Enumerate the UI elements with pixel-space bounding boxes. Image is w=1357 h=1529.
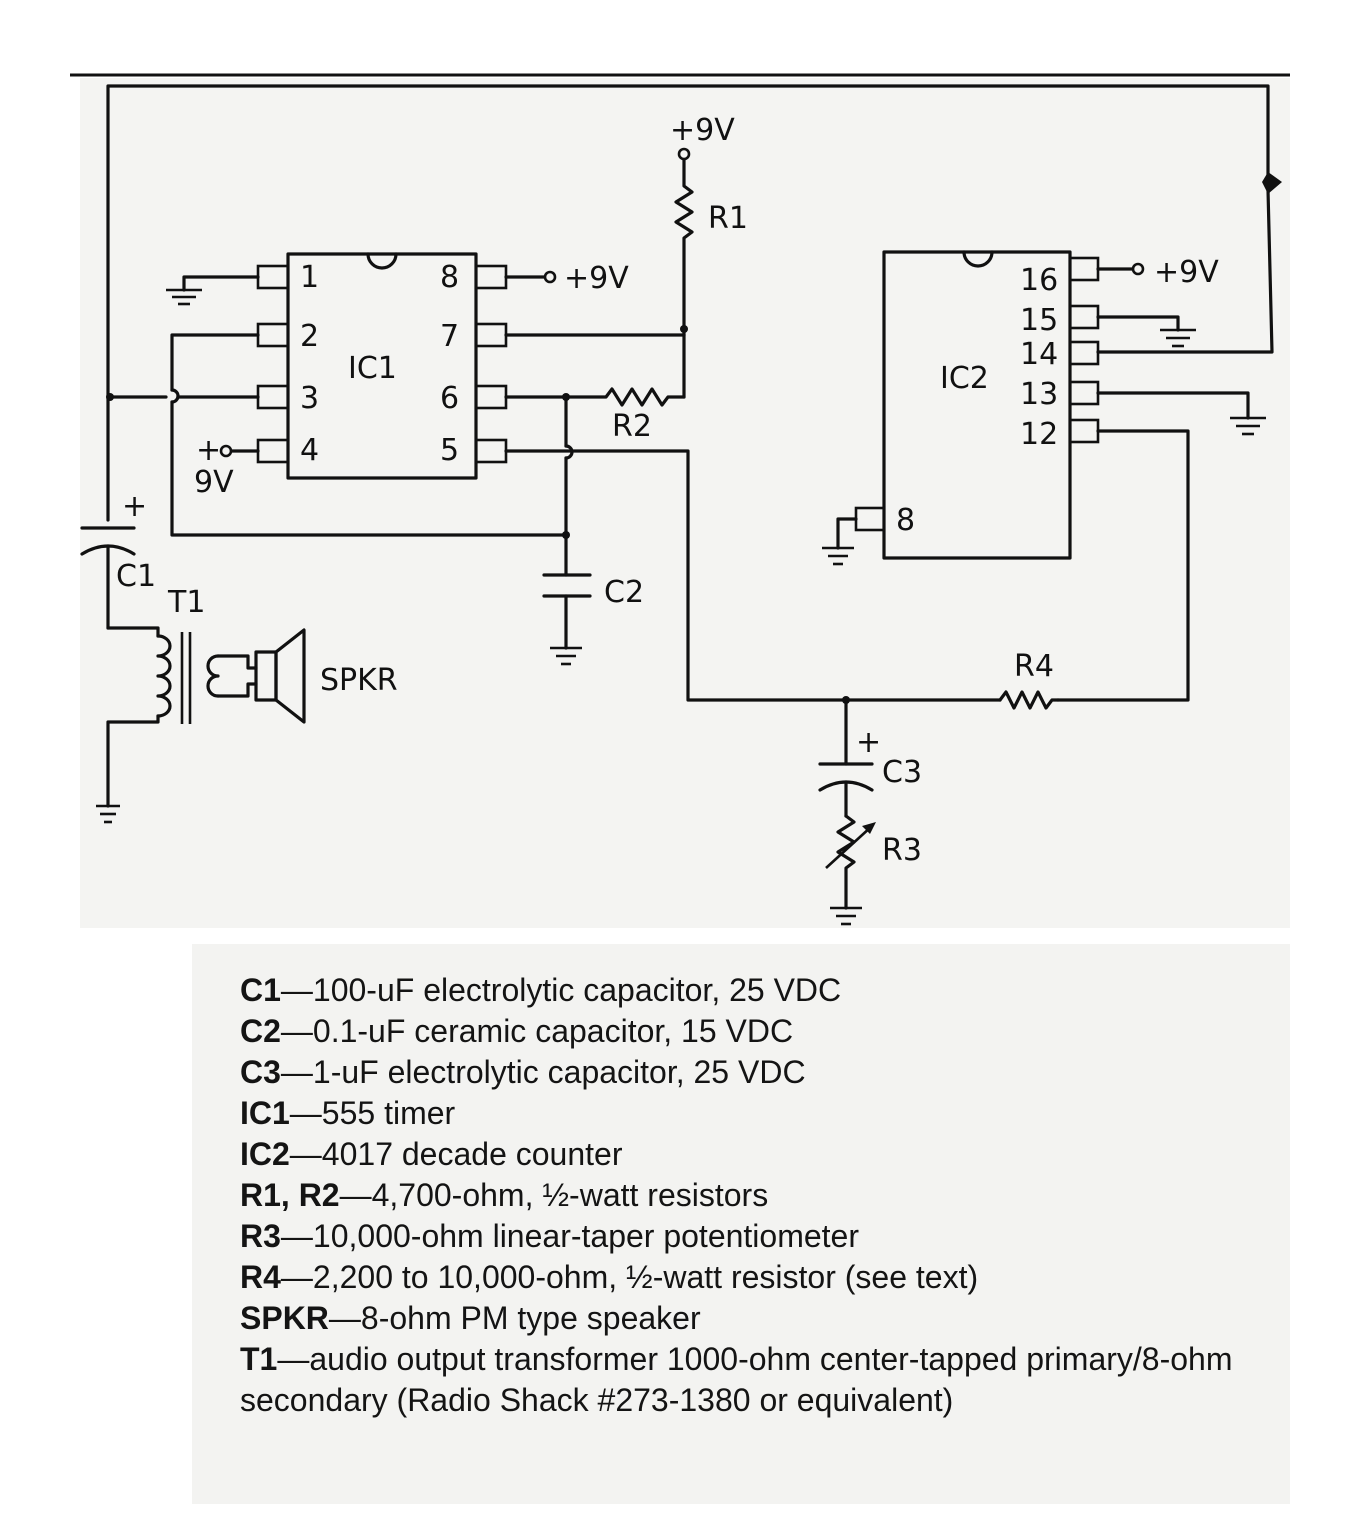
ic2-pin-13: 13 — [1020, 377, 1058, 412]
part-separator: — — [289, 1136, 322, 1172]
part-description: 4017 decade counter — [321, 1136, 623, 1172]
part-ref: R4 — [240, 1259, 281, 1295]
part-separator: — — [280, 1218, 313, 1254]
part-ref: R1, R2 — [240, 1177, 340, 1213]
ic2-pin-15: 15 — [1020, 303, 1058, 338]
ic1-pin-5: 5 — [440, 433, 459, 468]
part-description: 555 timer — [321, 1095, 456, 1131]
part-ref: R3 — [240, 1218, 281, 1254]
r4-label: R4 — [1014, 649, 1054, 684]
ic2-pin16-supply-label: +9V — [1154, 255, 1219, 290]
part-ref: T1 — [240, 1341, 278, 1377]
part-description: 0.1-uF ceramic capacitor, 15 VDC — [312, 1013, 794, 1049]
c3-plus: + — [856, 725, 881, 760]
ic1-pin8-supply-label: +9V — [564, 261, 629, 296]
part-description: 1-uF electrolytic capacitor, 25 VDC — [312, 1054, 806, 1090]
parts-list-item: R4—2,200 to 10,000-ohm, ½-watt resistor … — [240, 1257, 1240, 1298]
part-ref: SPKR — [240, 1300, 329, 1336]
c1-plus: + — [122, 489, 147, 524]
part-separator: — — [289, 1095, 322, 1131]
ic2-pin13-ground — [1096, 391, 1266, 436]
parts-list-item: IC2—4017 decade counter — [240, 1134, 1240, 1175]
ic2-pin16-supply: +9V — [1096, 255, 1219, 290]
part-ref: C1 — [240, 972, 281, 1008]
part-separator: — — [328, 1300, 361, 1336]
r3-potentiometer: R3 — [825, 814, 922, 926]
trigger-threshold-wiring — [170, 333, 574, 577]
part-separator: — — [280, 1054, 313, 1090]
r2-resistor: R2 — [564, 387, 686, 444]
parts-list-item: R1, R2—4,700-ohm, ½-watt resistors — [240, 1175, 1240, 1216]
c1-label: C1 — [116, 559, 156, 594]
circuit-schematic: IC1 1 2 3 4 8 7 6 5 +9V + 9V — [70, 73, 1290, 928]
ic2-pin-16: 16 — [1020, 263, 1058, 298]
top-bus-wire — [106, 84, 1282, 522]
part-separator: — — [280, 1259, 313, 1295]
t1-transformer: T1 — [96, 585, 220, 824]
ic1-label: IC1 — [348, 351, 397, 386]
ic1-pin-8: 8 — [440, 260, 459, 295]
ic2-pin-12: 12 — [1020, 417, 1058, 452]
part-ref: IC1 — [240, 1095, 290, 1131]
part-separator: — — [280, 972, 313, 1008]
ic1-pin4-supply: + 9V — [194, 433, 260, 500]
c3-capacitor: + C3 — [818, 698, 922, 818]
ic2-pin8-ground — [822, 517, 858, 566]
ic2-pin15-ground — [1096, 315, 1196, 348]
parts-list-item: C3—1-uF electrolytic capacitor, 25 VDC — [240, 1052, 1240, 1093]
ic1-pin-6: 6 — [440, 381, 459, 416]
t1-label: T1 — [167, 585, 205, 620]
discharge-wiring — [504, 325, 688, 399]
parts-list-panel: C1—100-uF electrolytic capacitor, 25 VDC… — [192, 944, 1290, 1504]
ic1-pin-2: 2 — [300, 319, 319, 354]
part-ref: C2 — [240, 1013, 281, 1049]
ic2-pin-14: 14 — [1020, 337, 1058, 372]
parts-list: C1—100-uF electrolytic capacitor, 25 VDC… — [240, 970, 1240, 1421]
part-description: audio output transformer 1000-ohm center… — [240, 1341, 1233, 1418]
speaker-icon: SPKR — [216, 628, 398, 724]
part-separator: — — [339, 1177, 372, 1213]
ic1-pin4-volts: 9V — [194, 465, 234, 500]
parts-list-item: IC1—555 timer — [240, 1093, 1240, 1134]
c1-capacitor: + C1 — [80, 489, 156, 630]
ic2-chip: IC2 16 15 14 13 12 8 — [854, 250, 1100, 560]
ic2-pin12-wiring — [1056, 429, 1190, 702]
r2-label: R2 — [612, 409, 652, 444]
parts-list-item: T1—audio output transformer 1000-ohm cen… — [240, 1339, 1240, 1421]
spkr-label: SPKR — [320, 663, 398, 698]
ic1-pin4-plus: + — [196, 433, 221, 468]
part-ref: IC2 — [240, 1136, 290, 1172]
part-description: 2,200 to 10,000-ohm, ½-watt resistor (se… — [312, 1259, 979, 1295]
part-description: 10,000-ohm linear-taper potentiometer — [312, 1218, 859, 1254]
ic1-chip: IC1 1 2 3 4 8 7 6 5 — [256, 252, 508, 480]
parts-list-item: C1—100-uF electrolytic capacitor, 25 VDC — [240, 970, 1240, 1011]
parts-list-item: SPKR—8-ohm PM type speaker — [240, 1298, 1240, 1339]
r3-label: R3 — [882, 833, 922, 868]
c2-capacitor: C2 — [542, 573, 644, 666]
c2-label: C2 — [604, 575, 644, 610]
part-description: 4,700-ohm, ½-watt resistors — [371, 1177, 769, 1213]
parts-list-item: C2—0.1-uF ceramic capacitor, 15 VDC — [240, 1011, 1240, 1052]
ic1-pin-4: 4 — [300, 433, 319, 468]
part-separator: — — [277, 1341, 310, 1377]
ic1-pin1-ground — [166, 275, 260, 306]
r1-supply-label: +9V — [670, 113, 735, 148]
part-ref: C3 — [240, 1054, 281, 1090]
output-wiring — [106, 393, 260, 401]
ic1-pin-7: 7 — [440, 319, 459, 354]
part-description: 8-ohm PM type speaker — [360, 1300, 701, 1336]
parts-list-item: R3—10,000-ohm linear-taper potentiometer — [240, 1216, 1240, 1257]
ic2-pin-8: 8 — [896, 503, 915, 538]
ic2-label: IC2 — [940, 361, 989, 396]
ic1-pin-3: 3 — [300, 381, 319, 416]
part-separator: — — [280, 1013, 313, 1049]
r1-resistor: +9V R1 — [670, 113, 748, 337]
r4-resistor: R4 — [998, 649, 1060, 710]
c3-label: C3 — [882, 755, 922, 790]
ic1-pin-1: 1 — [300, 260, 319, 295]
ic1-pin8-supply: +9V — [504, 261, 629, 296]
r1-label: R1 — [708, 201, 748, 236]
part-description: 100-uF electrolytic capacitor, 25 VDC — [312, 972, 842, 1008]
scan-background — [80, 78, 1290, 928]
